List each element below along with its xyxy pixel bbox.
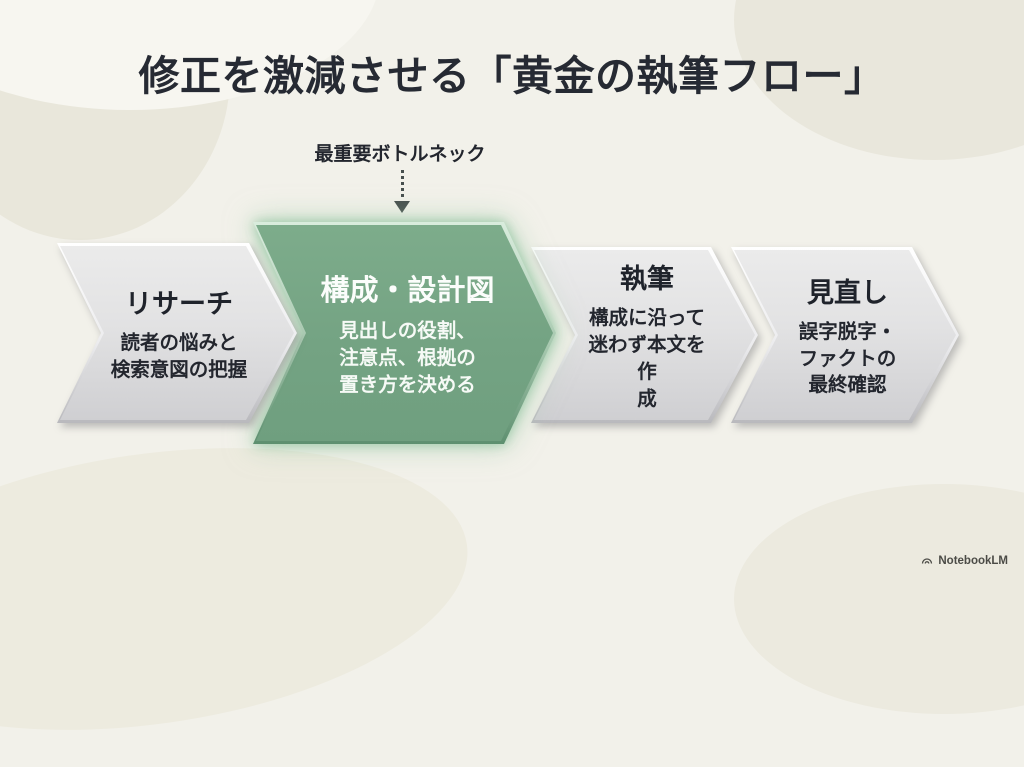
- flow-step-writing: 執筆 構成に沿って 迷わず本文を作 成: [531, 247, 758, 423]
- arrow-dot: [400, 194, 404, 197]
- arrow-dot: [400, 170, 404, 173]
- slide-title: 修正を激減させる「黄金の執筆フロー」: [138, 53, 886, 99]
- arrow-dot: [400, 176, 404, 179]
- flow-step-subtitle: 構成に沿って 迷わず本文を作 成: [588, 307, 706, 410]
- arrow-head: [394, 201, 410, 213]
- flow-step-title: 見直し: [807, 277, 888, 308]
- flow-step-content: リサーチ 読者の悩みと 検索意図の把握: [57, 243, 297, 423]
- flow-step-title: リサーチ: [125, 289, 233, 320]
- arrow-dot: [400, 188, 404, 191]
- flow-step-content: 構成・設計図 見出しの役割、 注意点、根拠の 置き方を決める: [253, 222, 556, 444]
- background-blob-bottom-left: [0, 410, 486, 767]
- flow-step-title: 構成・設計図: [320, 275, 495, 308]
- flow-step-subtitle: 見出しの役割、 注意点、根拠の 置き方を決める: [339, 320, 476, 396]
- background-blob-top-left-dark: [0, 0, 230, 240]
- dotted-down-arrow-icon: [394, 170, 410, 218]
- flow-step-subtitle: 誤字脱字・ ファクトの 最終確認: [798, 320, 897, 397]
- arrow-dot: [400, 182, 404, 185]
- flow-step-outline-highlighted: 構成・設計図 見出しの役割、 注意点、根拠の 置き方を決める: [253, 222, 556, 444]
- flow-step-research: リサーチ 読者の悩みと 検索意図の把握: [57, 243, 297, 423]
- bottleneck-annotation-label: 最重要ボトルネック: [314, 144, 486, 165]
- flow-step-subtitle: 読者の悩みと 検索意図の把握: [110, 332, 248, 381]
- footer-brand: NotebookLM: [921, 555, 1008, 567]
- flow-step-content: 見直し 誤字脱字・ ファクトの 最終確認: [731, 247, 959, 423]
- flow-step-content: 執筆 構成に沿って 迷わず本文を作 成: [531, 247, 758, 423]
- flow-step-review: 見直し 誤字脱字・ ファクトの 最終確認: [731, 247, 959, 423]
- notebooklm-logo-icon: [922, 558, 933, 564]
- background-blob-bottom-right: [734, 484, 1024, 714]
- flow-step-title: 執筆: [620, 264, 674, 295]
- footer-brand-label: NotebookLM: [938, 555, 1008, 567]
